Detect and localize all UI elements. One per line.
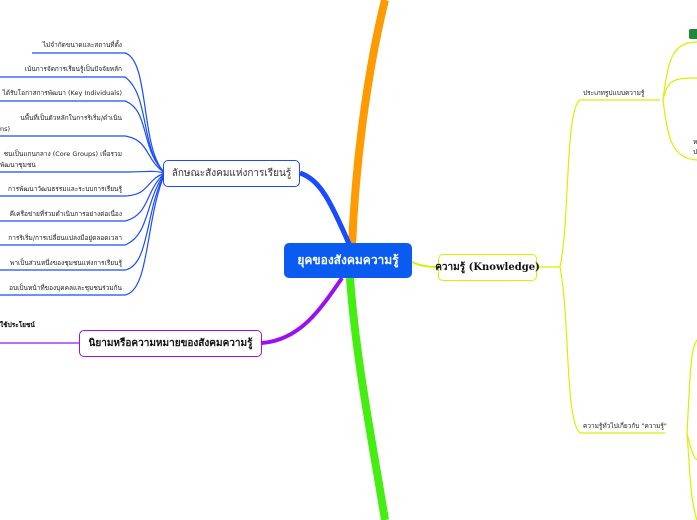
topic-label: ความรู้ (Knowledge) <box>435 262 540 273</box>
topic-learning-society[interactable]: ลักษณะสังคมแห่งการเรียนรู้ <box>163 160 300 187</box>
leaf-item[interactable]: ชนเป็นแกนกลาง (Core Groups) เพื่อรวม <box>3 150 122 158</box>
leaf-item[interactable]: เน้นการจัดการเรียนรู้เป็นปัจจัยหลัก <box>24 65 122 73</box>
root-topic[interactable]: ยุคของสังคมความรู้ <box>284 243 412 278</box>
leaf-item[interactable]: ns) <box>0 125 11 133</box>
leaf-fragment[interactable]: ห <box>693 138 697 146</box>
leaf-item[interactable]: พัฒนาชุมชน <box>0 161 36 169</box>
leaf-fragment[interactable]: ป <box>693 148 697 156</box>
topic-label: นิยามหรือความหมายของสังคมความรู้ <box>88 338 253 349</box>
leaf-item[interactable]: ได้รับโอกาสการพัฒนา (Key Individuals) <box>2 89 122 97</box>
leaf-item[interactable]: ไม่จำกัดขนาดและสถานที่ตั้ง <box>42 41 122 49</box>
root-label: ยุคของสังคมความรู้ <box>297 253 399 267</box>
subtopic-knowledge-general[interactable]: ความรู้ทั่วไปเกี่ยวกับ "ความรู้" <box>583 422 667 430</box>
marker-icon <box>689 29 697 39</box>
topic-label: ลักษณะสังคมแห่งการเรียนรู้ <box>171 168 292 179</box>
leaf-item[interactable]: การพัฒนาวัฒนธรรมและระบบการเรียนรู้ <box>8 185 122 193</box>
leaf-item[interactable]: พาเป็นส่วนหนึ่งของชุมชนแห่งการเรียนรู้ <box>10 259 122 267</box>
topic-knowledge[interactable]: ความรู้ (Knowledge) <box>435 254 540 281</box>
leaf-item[interactable]: ใช้ประโยชน์ <box>0 321 35 329</box>
leaf-item[interactable]: การริเริ่ม/การเปลี่ยนแปลงมีอยู่ตลอดเวลา <box>8 234 122 242</box>
leaf-item[interactable]: นพื้นที่เป็นตัวหลักในการริเริ่ม/ดำเนิน <box>20 114 122 122</box>
topic-definition[interactable]: นิยามหรือความหมายของสังคมความรู้ <box>79 330 262 357</box>
subtopic-knowledge-types[interactable]: ประเภทรูปแบบความรู้ <box>583 89 645 97</box>
leaf-item[interactable]: คีเครือข่ายที่ร่วมดำเนินการอย่างต่อเนื่อ… <box>9 210 122 218</box>
leaf-item[interactable]: อบเป็นหน้าที่ของบุคคลและชุมชนร่วมกัน <box>9 284 122 292</box>
